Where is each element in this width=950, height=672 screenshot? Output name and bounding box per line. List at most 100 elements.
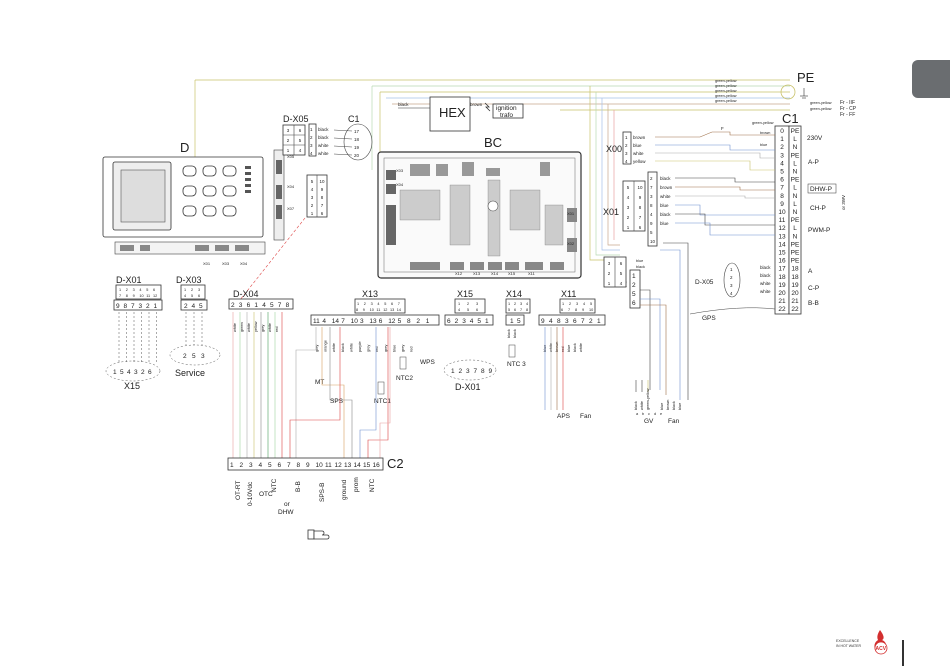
c1-terminal-signal: L [793, 160, 797, 167]
svg-text:X05: X05 [287, 154, 295, 159]
svg-text:green-yellow: green-yellow [752, 121, 774, 125]
pin: 8 [356, 308, 358, 312]
svg-text:blue: blue [678, 403, 682, 410]
c1-terminal-signal: 20 [791, 290, 799, 297]
svg-text:GPS: GPS [702, 315, 716, 322]
svg-text:black: black [760, 265, 771, 270]
dx01-pin: 9 [489, 368, 493, 375]
c1-terminal-signal: PE [791, 152, 800, 159]
svg-text:C-P: C-P [808, 285, 819, 292]
svg-text:X13: X13 [473, 271, 481, 276]
svg-text:white: white [760, 281, 771, 286]
pin: 2 [514, 302, 516, 306]
c1-terminal-number: 2 [780, 144, 784, 151]
pin: 1 [184, 288, 186, 292]
wire-color: black [341, 343, 345, 352]
connector-X01: X01 54 32 1 109 87 6 27 38 49 510 blackb… [603, 171, 775, 247]
svg-text:18: 18 [354, 137, 360, 142]
pin: 4 [139, 288, 141, 292]
svg-text:3: 3 [311, 195, 314, 200]
svg-text:6: 6 [639, 225, 642, 230]
wire-color: blue [392, 345, 396, 352]
connector-DX05-top: D-X05 3 2 1 6 5 4 1 2 3 4 black black wh… [282, 114, 373, 161]
svg-text:brown: brown [660, 185, 673, 190]
x15-pin: 4 [127, 369, 131, 376]
c1-terminal-number: 12 [778, 225, 786, 232]
pin: 6 [561, 308, 563, 312]
svg-text:1: 1 [730, 267, 733, 272]
svg-text:3: 3 [625, 151, 628, 156]
svg-text:6: 6 [620, 261, 623, 266]
svg-text:green-yellow: green-yellow [715, 84, 737, 88]
svg-text:OTC: OTC [259, 491, 273, 498]
c1-terminal-number: 15 [778, 250, 786, 257]
svg-text:Fr - IIF: Fr - IIF [840, 100, 855, 106]
pin: 7 [341, 318, 345, 325]
svg-text:or 3WV: or 3WV [841, 195, 846, 210]
c2-terminal-number: 6 [278, 462, 282, 469]
svg-text:white: white [633, 151, 644, 156]
c1-terminal-number: 9 [780, 201, 784, 208]
svg-text:X11: X11 [528, 271, 536, 276]
svg-text:black: black [318, 127, 329, 132]
svg-text:3: 3 [627, 205, 630, 210]
svg-text:2: 2 [311, 203, 314, 208]
c2-terminal-number: 14 [354, 462, 362, 469]
svg-text:black: black [672, 401, 676, 410]
svg-text:2: 2 [625, 143, 628, 148]
c1-terminal-signal: N [793, 193, 798, 200]
svg-text:X11: X11 [561, 289, 576, 299]
svg-text:X04: X04 [240, 261, 248, 266]
c1-terminal-signal: 22 [791, 306, 799, 313]
svg-text:e: e [660, 412, 662, 416]
svg-text:black: black [636, 265, 645, 269]
c2-terminal-number: 8 [297, 462, 301, 469]
pin: 7 [278, 302, 282, 309]
pin: 5 [191, 294, 193, 298]
x15-pin: 1 [113, 369, 117, 376]
c1-terminal-signal: PE [791, 258, 800, 265]
svg-text:4: 4 [625, 159, 628, 164]
c1-terminal-signal: L [793, 225, 797, 232]
svg-text:17: 17 [354, 129, 360, 134]
c1-terminal-signal: PE [791, 177, 800, 184]
svg-text:white: white [318, 151, 329, 156]
svg-text:Fr - CP: Fr - CP [840, 106, 857, 112]
pin: 11 [146, 294, 150, 298]
pin: 5 [477, 318, 481, 325]
pin: 1 [119, 288, 121, 292]
pin: 12 [388, 318, 396, 325]
pin: 7 [131, 303, 135, 310]
c1-terminal-number: 14 [778, 241, 786, 248]
pin: 8 [124, 303, 128, 310]
pin: 6 [476, 308, 478, 312]
svg-text:B-B: B-B [808, 300, 819, 307]
label-230v: 230V [807, 135, 823, 142]
svg-text:4: 4 [310, 151, 313, 156]
label-hex: HEX [439, 105, 466, 120]
dx01-pin: 2 [459, 368, 463, 375]
c2-wires [232, 312, 564, 458]
svg-text:green-yellow: green-yellow [715, 99, 737, 103]
pin: 12 [153, 294, 157, 298]
wire-color: purple [358, 341, 362, 352]
svg-text:10: 10 [650, 239, 656, 244]
svg-text:D-X03: D-X03 [176, 275, 202, 285]
pin: 5 [146, 288, 148, 292]
svg-text:D-X01: D-X01 [455, 382, 481, 392]
c1-terminal-number: 7 [780, 185, 784, 192]
c1-terminal-number: 11 [779, 217, 786, 224]
label-dx05-top: D-X05 [283, 114, 309, 124]
c1-terminal-signal: PE [791, 128, 800, 135]
svg-text:yellow: yellow [633, 159, 646, 164]
pin: 9 [133, 294, 135, 298]
c2-terminal-number: 16 [373, 462, 381, 469]
pin: 1 [357, 302, 359, 306]
pin: 2 [589, 318, 593, 325]
c1-terminal-number: 21 [778, 298, 786, 305]
